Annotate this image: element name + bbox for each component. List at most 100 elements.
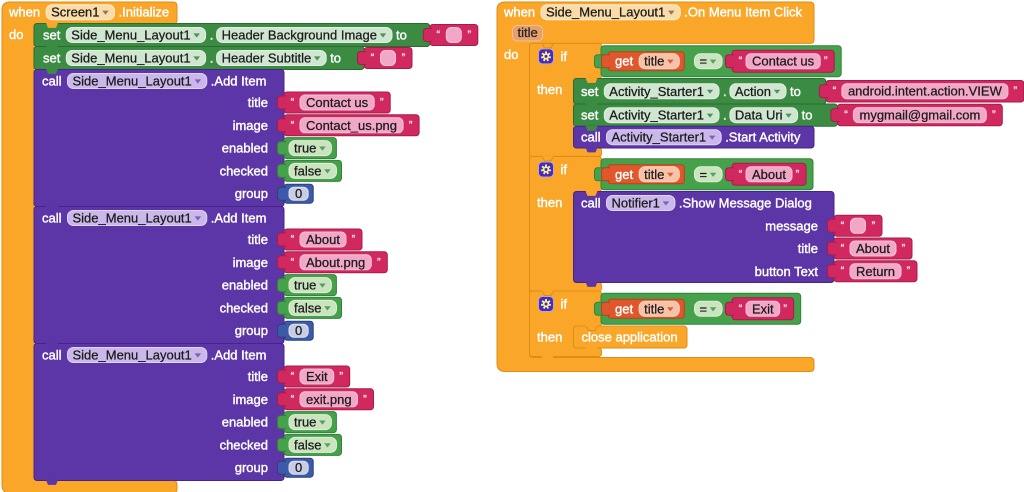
- svg-text:.On Menu Item Click: .On Menu Item Click: [684, 5, 802, 20]
- svg-text:.Start Activity: .Start Activity: [725, 130, 801, 145]
- svg-text:false: false: [294, 437, 321, 452]
- svg-text:.Show Message Dialog: .Show Message Dialog: [679, 196, 812, 211]
- svg-text:group: group: [235, 323, 268, 338]
- svg-text:Contact us: Contact us: [306, 95, 369, 110]
- svg-text:Activity_Starter1: Activity_Starter1: [609, 84, 704, 99]
- svg-text:Side_Menu_Layout1: Side_Menu_Layout1: [73, 348, 192, 363]
- svg-text:call: call: [581, 196, 601, 211]
- svg-text:to: to: [330, 51, 341, 66]
- svg-text:“: “: [841, 243, 845, 255]
- svg-text:button Text: button Text: [755, 264, 819, 279]
- svg-text:get: get: [615, 301, 633, 316]
- svg-text:to: to: [396, 28, 407, 43]
- svg-text:Activity_Starter1: Activity_Starter1: [612, 130, 707, 145]
- svg-text:title: title: [644, 54, 664, 69]
- svg-text:=: =: [700, 167, 708, 182]
- svg-text:image: image: [233, 118, 268, 133]
- svg-text:“: “: [291, 97, 295, 109]
- svg-text:.Initialize: .Initialize: [119, 5, 170, 20]
- svg-text:Side_Menu_Layout1: Side_Menu_Layout1: [73, 211, 192, 226]
- svg-text:Action: Action: [735, 84, 771, 99]
- svg-text:”: ”: [783, 303, 787, 315]
- svg-text:checked: checked: [220, 163, 268, 178]
- svg-text:Contact_us.png: Contact_us.png: [306, 118, 397, 133]
- svg-text:close application: close application: [582, 330, 678, 345]
- svg-text:=: =: [700, 54, 708, 69]
- svg-text:“: “: [291, 234, 295, 246]
- svg-text:Contact us: Contact us: [752, 54, 815, 69]
- svg-text:“: “: [291, 371, 295, 383]
- svg-text:“: “: [436, 29, 440, 41]
- svg-text:get: get: [615, 54, 633, 69]
- svg-text:“: “: [844, 109, 848, 121]
- svg-text:false: false: [294, 163, 321, 178]
- svg-text:call: call: [581, 130, 601, 145]
- svg-text:Exit: Exit: [306, 369, 328, 384]
- svg-text:enabled: enabled: [222, 415, 268, 430]
- svg-text:”: ”: [824, 55, 828, 67]
- svg-text:android.intent.action.VIEW: android.intent.action.VIEW: [848, 84, 1003, 99]
- svg-text:checked: checked: [220, 300, 268, 315]
- svg-text:“: “: [841, 220, 845, 232]
- svg-text:“: “: [291, 393, 295, 405]
- svg-text:exit.png: exit.png: [306, 392, 352, 407]
- svg-text:set: set: [43, 51, 61, 66]
- svg-text:”: ”: [1013, 85, 1017, 97]
- svg-text:do: do: [9, 27, 23, 42]
- svg-text:“: “: [739, 168, 743, 180]
- svg-text:checked: checked: [220, 437, 268, 452]
- svg-text:”: ”: [352, 234, 356, 246]
- svg-text:group: group: [235, 460, 268, 475]
- svg-text:“: “: [291, 119, 295, 131]
- svg-text:”: ”: [796, 168, 800, 180]
- svg-text:if: if: [561, 49, 568, 64]
- svg-text:set: set: [581, 108, 599, 123]
- svg-text:.: .: [210, 51, 214, 66]
- svg-text:About: About: [306, 232, 340, 247]
- svg-text:title: title: [644, 167, 664, 182]
- svg-text:”: ”: [402, 52, 406, 64]
- svg-text:call: call: [42, 211, 62, 226]
- svg-text:Header Subtitle: Header Subtitle: [222, 51, 312, 66]
- svg-text:Notifier1: Notifier1: [612, 196, 660, 211]
- svg-text:do: do: [504, 47, 518, 62]
- svg-text:set: set: [581, 84, 599, 99]
- svg-text:call: call: [42, 348, 62, 363]
- svg-text:”: ”: [992, 109, 996, 121]
- svg-text:Exit: Exit: [752, 301, 774, 316]
- svg-text:”: ”: [377, 256, 381, 268]
- svg-text:.: .: [723, 84, 727, 99]
- svg-text:call: call: [42, 74, 62, 89]
- svg-text:About: About: [856, 241, 890, 256]
- svg-text:true: true: [294, 415, 316, 430]
- svg-text:image: image: [233, 255, 268, 270]
- svg-text:group: group: [235, 186, 268, 201]
- svg-text:true: true: [294, 141, 316, 156]
- svg-text:0: 0: [295, 186, 302, 201]
- svg-text:“: “: [841, 265, 845, 277]
- svg-text:.Add Item: .Add Item: [211, 74, 267, 89]
- svg-text:.Add Item: .Add Item: [211, 211, 267, 226]
- svg-text:Header Background Image: Header Background Image: [222, 28, 377, 43]
- svg-text:if: if: [561, 162, 568, 177]
- svg-text:Side_Menu_Layout1: Side_Menu_Layout1: [71, 51, 190, 66]
- svg-text:”: ”: [907, 265, 911, 277]
- svg-text:“: “: [739, 55, 743, 67]
- svg-text:title: title: [517, 25, 537, 40]
- svg-text:set: set: [43, 28, 61, 43]
- svg-text:enabled: enabled: [222, 278, 268, 293]
- svg-text:Side_Menu_Layout1: Side_Menu_Layout1: [73, 74, 192, 89]
- svg-text:“: “: [371, 52, 375, 64]
- svg-text:0: 0: [295, 460, 302, 475]
- svg-text:title: title: [644, 301, 664, 316]
- svg-text:“: “: [833, 85, 837, 97]
- svg-text:mygmail@gmail.com: mygmail@gmail.com: [859, 108, 980, 123]
- svg-text:title: title: [248, 95, 268, 110]
- svg-text:About.png: About.png: [306, 255, 365, 270]
- svg-text:title: title: [248, 369, 268, 384]
- svg-text:.Add Item: .Add Item: [211, 348, 267, 363]
- svg-text:Side_Menu_Layout1: Side_Menu_Layout1: [546, 5, 665, 20]
- svg-text:.: .: [210, 28, 214, 43]
- svg-text:=: =: [700, 301, 708, 316]
- svg-text:title: title: [248, 232, 268, 247]
